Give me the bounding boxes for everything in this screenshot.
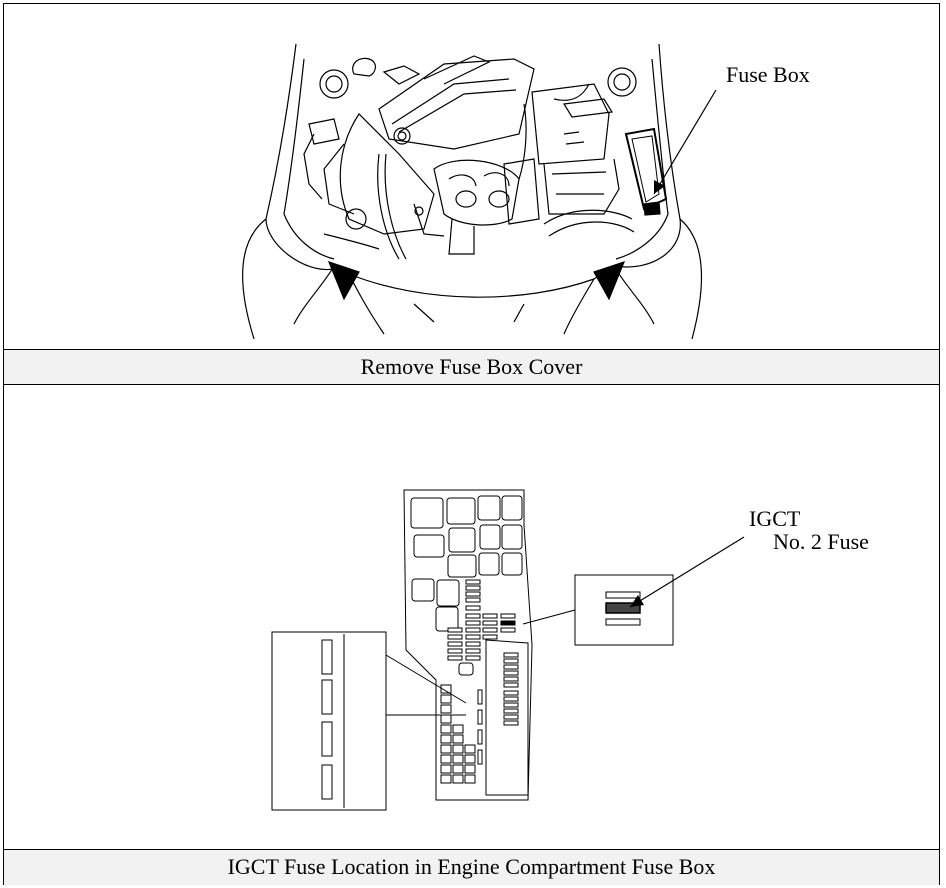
- engine-bay-drawing: Fuse Box: [242, 43, 810, 340]
- diagram-frame: Fuse Box Remove Fuse Box Cover: [3, 3, 940, 885]
- fuse-layout-panel: IGCT No. 2 Fuse: [4, 385, 939, 849]
- caption-remove-cover: Remove Fuse Box Cover: [4, 349, 939, 385]
- engine-bay-outline: [242, 43, 703, 340]
- fuse-box-body: [403, 489, 533, 801]
- igct-no2-fuse: [605, 602, 641, 614]
- caption-fuse-location: IGCT Fuse Location in Engine Compartment…: [4, 849, 939, 885]
- igct-leader-line: [629, 536, 745, 608]
- left-zoom-inset: [271, 631, 467, 811]
- fuse-box-arrowhead: [654, 180, 665, 194]
- igct-label-line1: IGCT: [749, 506, 801, 531]
- igct-label-line2: No. 2 Fuse: [773, 529, 869, 554]
- fuse-box-label: Fuse Box: [726, 62, 810, 87]
- igct-arrowhead: [630, 595, 644, 607]
- fuse-layout-drawing: IGCT No. 2 Fuse: [271, 489, 869, 811]
- fuse-box-leader-line: [653, 89, 717, 195]
- engine-bay-panel: Fuse Box: [4, 4, 939, 348]
- right-zoom-inset: [522, 574, 674, 646]
